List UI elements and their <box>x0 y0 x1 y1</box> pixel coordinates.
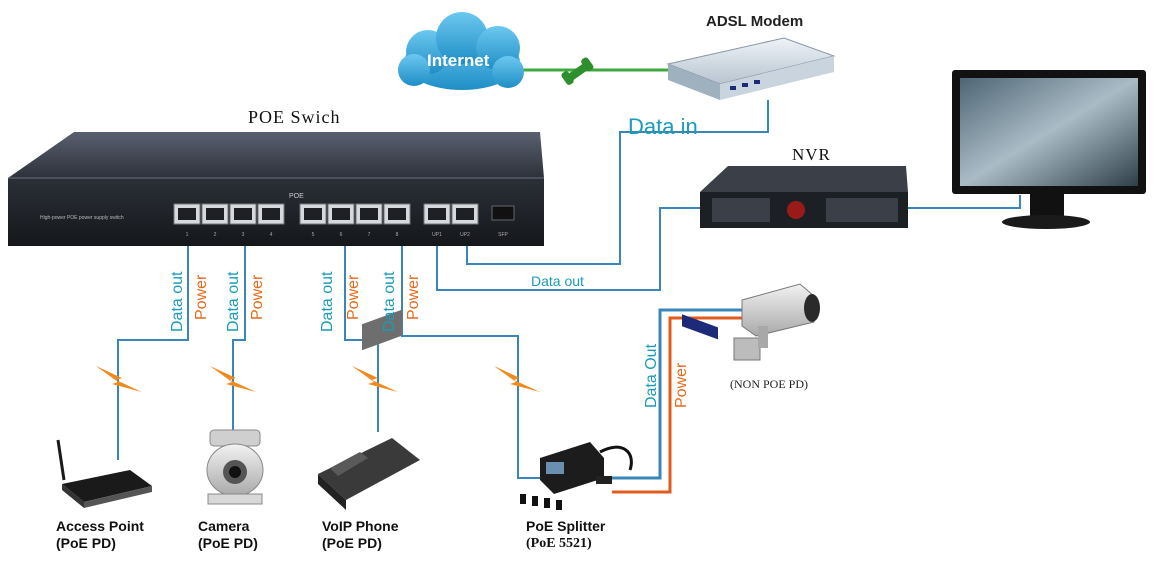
splitter-power-label: Power <box>673 362 690 408</box>
rj45-socket <box>456 208 474 220</box>
access-point <box>56 439 152 508</box>
switch-ports <box>173 203 515 225</box>
rj45-socket <box>304 208 322 220</box>
port-number: SFP <box>498 232 508 238</box>
data-in-label: Data in <box>628 114 698 139</box>
device-caption-poe-splitter: PoE Splitter (PoE 5521) <box>526 518 605 552</box>
dome-camera <box>206 429 264 505</box>
device-sub: (PoE PD) <box>56 535 116 551</box>
modem-title: ADSL Modem <box>706 13 804 30</box>
bolt-icon <box>352 366 398 392</box>
port-number: 1 <box>186 232 189 238</box>
port-number: 4 <box>270 232 273 238</box>
device-sub: (PoE 5521) <box>526 536 592 551</box>
port-number: 7 <box>368 232 371 238</box>
bolt-icon <box>96 366 142 392</box>
port-number: 6 <box>340 232 343 238</box>
rj45-socket <box>234 208 252 220</box>
device-name: Access Point <box>56 518 144 534</box>
switch-title: POE Swich <box>248 107 341 127</box>
poe-splitter <box>520 442 633 510</box>
camera-cable <box>232 232 246 440</box>
port-number: 5 <box>312 232 315 238</box>
adsl-modem <box>666 37 836 340</box>
bullet-camera <box>733 283 820 361</box>
device-sub: (PoE PD) <box>322 535 382 551</box>
link-2-power-label: Power <box>249 274 266 320</box>
lightning-bolts <box>96 366 540 392</box>
rj45-socket <box>206 208 224 220</box>
nvr-title: NVR <box>792 145 831 164</box>
rj45-socket <box>360 208 378 220</box>
link-1-data-label: Data out <box>169 271 186 332</box>
port-number: 2 <box>214 232 217 238</box>
splitter-data-label: Data Out <box>643 343 660 408</box>
link-3-power-label: Power <box>345 274 362 320</box>
monitor-cable <box>907 195 1021 209</box>
splitter-power-line <box>612 316 742 494</box>
internet-cloud <box>398 12 524 90</box>
voip-phone <box>318 309 420 510</box>
cables <box>117 68 1021 494</box>
port-number: 3 <box>242 232 245 238</box>
device-caption-access-point: Access Point (PoE PD) <box>56 518 144 552</box>
internet-label: Internet <box>427 51 490 70</box>
device-name: VoIP Phone <box>322 518 399 534</box>
port-number: UP2 <box>460 232 470 238</box>
monitor <box>952 70 1146 229</box>
device-name: PoE Splitter <box>526 518 606 534</box>
port-number: 8 <box>396 232 399 238</box>
link-2-data-label: Data out <box>225 271 242 332</box>
nvr <box>700 166 908 228</box>
phone-handset-icon <box>561 57 594 85</box>
nvr-data-cable <box>436 207 700 291</box>
port-number: UP1 <box>432 232 442 238</box>
link-3-data-label: Data out <box>319 271 336 332</box>
switch-poe-caption: POE <box>289 193 304 200</box>
link-4-power-label: Power <box>405 274 422 320</box>
non-poe-pd-label: (NON POE PD) <box>730 377 808 391</box>
link-4-data-label: Data out <box>381 271 398 332</box>
device-name: Camera <box>198 518 250 534</box>
bolt-icon <box>494 366 540 392</box>
bolt-icon <box>210 366 256 392</box>
sfp-slot-icon <box>491 205 515 221</box>
rj45-socket <box>428 208 446 220</box>
rj45-socket <box>388 208 406 220</box>
device-sub: (PoE PD) <box>198 535 258 551</box>
poe-switch <box>8 132 544 246</box>
switch-small-text: High-power POE power supply switch <box>40 215 124 221</box>
splitter-cable <box>401 232 548 479</box>
device-caption-camera: Camera (PoE PD) <box>198 518 258 552</box>
link-1-power-label: Power <box>193 274 210 320</box>
data-out-nvr-label: Data out <box>531 273 584 289</box>
device-caption-voip-phone: VoIP Phone (PoE PD) <box>322 518 399 552</box>
data-in-cable <box>466 100 769 265</box>
switch-port-numbers: 1 2 3 4 5 6 7 8 UP1 UP2 SFP <box>186 232 509 238</box>
ap-cable <box>117 232 189 460</box>
splitter-data-line <box>612 308 742 480</box>
rj45-socket <box>262 208 280 220</box>
rj45-socket <box>332 208 350 220</box>
rj45-socket <box>178 208 196 220</box>
